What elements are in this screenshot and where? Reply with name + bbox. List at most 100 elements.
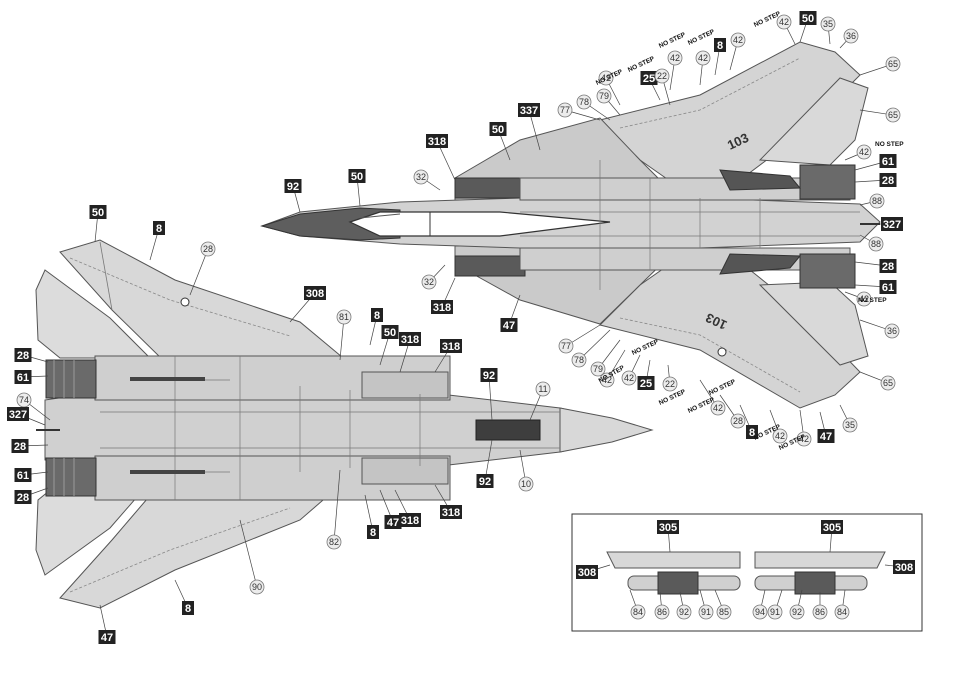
callout-318: 318	[399, 332, 421, 346]
callout-number: 35	[823, 19, 833, 29]
callout-318: 318	[399, 513, 421, 527]
callout-number: 22	[657, 71, 667, 81]
callout-circle	[856, 144, 872, 160]
callout-8: 8	[182, 601, 194, 615]
callout-leader-line	[333, 469, 341, 543]
callout-92: 92	[476, 474, 494, 488]
callout-42: 42	[856, 144, 872, 160]
callout-84: 84	[630, 604, 646, 620]
callout-circle	[885, 107, 901, 123]
no-step-warning: NO STEP	[658, 31, 687, 50]
callout-box	[799, 11, 817, 25]
callout-number: 77	[561, 341, 571, 351]
callout-number: 85	[719, 607, 729, 617]
callout-number: 50	[492, 124, 504, 136]
callout-number: 25	[640, 378, 652, 390]
no-step-warning: NO STEP	[875, 141, 904, 148]
callout-number: 92	[792, 607, 802, 617]
callout-28: 28	[14, 490, 32, 504]
callout-box	[153, 221, 165, 235]
callout-number: 92	[479, 476, 491, 488]
callout-number: 42	[775, 431, 785, 441]
callout-61: 61	[14, 370, 32, 384]
callout-79: 79	[590, 361, 606, 377]
callout-47: 47	[500, 318, 518, 332]
callout-number: 318	[428, 136, 446, 148]
callout-number: 86	[815, 607, 825, 617]
callout-number: 92	[483, 370, 495, 382]
callout-circle	[812, 604, 828, 620]
callout-number: 42	[624, 373, 634, 383]
callout-number: 42	[713, 403, 723, 413]
callout-circle	[576, 94, 592, 110]
callout-65: 65	[885, 56, 901, 72]
callout-number: 61	[882, 156, 894, 168]
callout-box	[500, 318, 518, 332]
callout-circle	[869, 193, 885, 209]
callout-8: 8	[371, 308, 383, 322]
callout-327: 327	[881, 217, 903, 231]
callout-circle	[710, 400, 726, 416]
callout-number: 308	[895, 562, 913, 574]
callout-65: 65	[885, 107, 901, 123]
callout-92: 92	[676, 604, 692, 620]
callout-circle	[326, 534, 342, 550]
callout-circle	[884, 323, 900, 339]
callout-box	[480, 368, 498, 382]
callout-circle	[249, 579, 265, 595]
callout-number: 61	[882, 282, 894, 294]
callout-35: 35	[820, 16, 836, 32]
callout-number: 79	[593, 364, 603, 374]
callout-number: 8	[717, 40, 723, 52]
callout-10: 10	[518, 476, 534, 492]
callout-number: 8	[185, 603, 191, 615]
callout-number: 79	[599, 91, 609, 101]
callout-leader-line	[189, 248, 209, 296]
callout-91: 91	[767, 604, 783, 620]
callout-number: 50	[802, 13, 814, 25]
callout-28: 28	[730, 413, 746, 429]
callout-318: 318	[426, 134, 448, 148]
callout-box	[440, 505, 462, 519]
callout-circle	[842, 417, 858, 433]
callout-number: 50	[384, 327, 396, 339]
callout-42: 42	[599, 372, 615, 388]
callout-number: 32	[416, 172, 426, 182]
callout-box	[371, 308, 383, 322]
callout-47: 47	[384, 515, 402, 529]
callout-number: 42	[670, 53, 680, 63]
callout-box	[879, 259, 897, 273]
callout-circle	[654, 604, 670, 620]
callout-number: 318	[401, 515, 419, 527]
callout-number: 86	[657, 607, 667, 617]
callout-circle	[772, 428, 788, 444]
callout-circle	[571, 352, 587, 368]
no-step-warning: NO STEP	[858, 297, 887, 304]
callout-number: 88	[871, 239, 881, 249]
callout-number: 8	[749, 427, 755, 439]
callout-11: 11	[535, 381, 551, 397]
callout-box	[11, 439, 29, 453]
callout-number: 337	[520, 105, 538, 117]
callout-circle	[654, 68, 670, 84]
callout-box	[14, 468, 32, 482]
callout-number: 8	[156, 223, 162, 235]
callout-42: 42	[695, 50, 711, 66]
callout-leader-line	[488, 374, 493, 421]
callout-8: 8	[153, 221, 165, 235]
callout-number: 42	[602, 375, 612, 385]
callout-number: 28	[17, 492, 29, 504]
callout-47: 47	[98, 630, 116, 644]
star-icon	[180, 297, 190, 307]
callout-circle	[695, 50, 711, 66]
callout-number: 28	[882, 175, 894, 187]
no-step-warning: NO STEP	[687, 28, 716, 47]
callout-number: 305	[659, 522, 677, 534]
callout-308: 308	[304, 286, 326, 300]
callout-number: 25	[643, 73, 655, 85]
callout-35: 35	[842, 417, 858, 433]
callout-box	[14, 370, 32, 384]
callout-308: 308	[893, 560, 915, 574]
callout-number: 94	[755, 607, 765, 617]
